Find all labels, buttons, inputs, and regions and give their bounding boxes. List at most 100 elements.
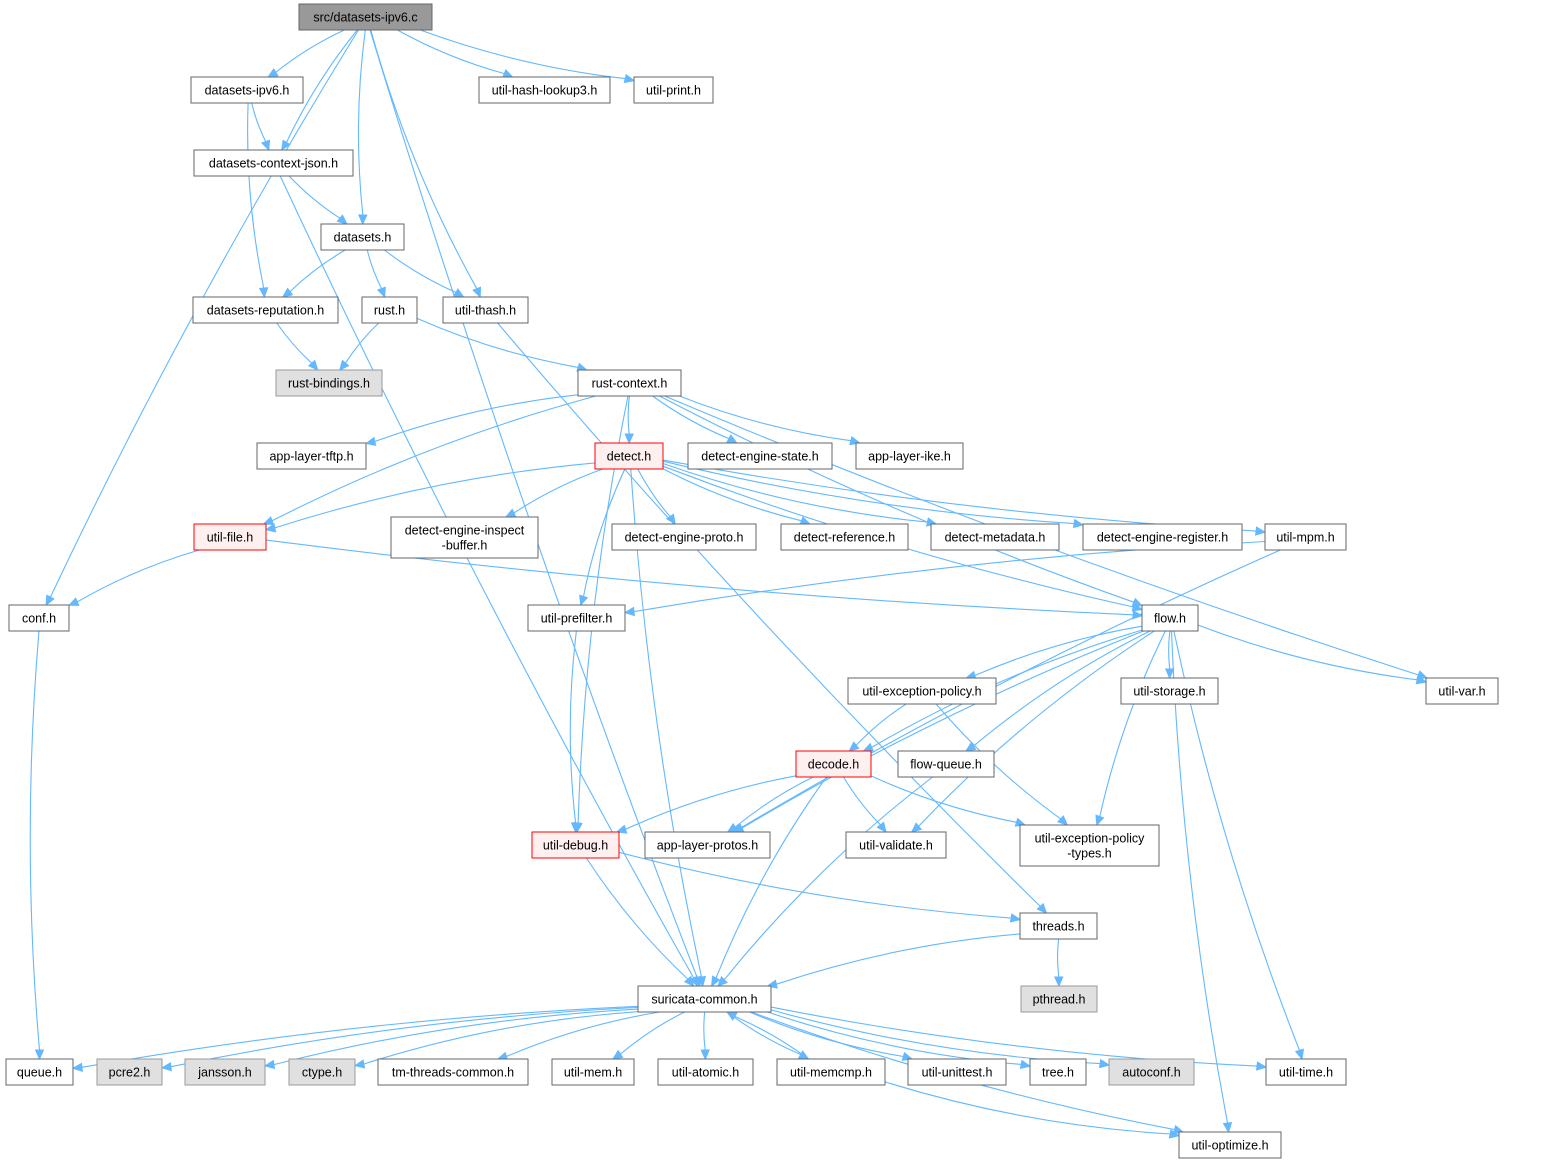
node-label: datasets-reputation.h	[207, 304, 324, 318]
node-label: conf.h	[22, 612, 56, 626]
edge-flow-to-ustor	[1164, 630, 1175, 680]
node-uhl3[interactable]: util-hash-lookup3.h	[478, 76, 611, 104]
node-utime[interactable]: util-time.h	[1265, 1058, 1347, 1086]
edge-line	[662, 462, 928, 523]
node-altftp[interactable]: app-layer-tftp.h	[256, 442, 367, 470]
node-uexc[interactable]: util-exception-policy.h	[847, 677, 997, 705]
node-des[interactable]: detect-engine-state.h	[687, 442, 833, 470]
edge-line	[723, 776, 933, 981]
node-box	[442, 296, 529, 324]
node-uopt[interactable]: util-optimize.h	[1178, 1131, 1282, 1159]
edge-line	[420, 29, 626, 80]
node-ctype: ctype.h	[288, 1058, 356, 1086]
node-autoconf: autoconf.h	[1108, 1058, 1195, 1086]
node-dref[interactable]: detect-reference.h	[780, 523, 909, 551]
node-threads[interactable]: threads.h	[1019, 912, 1098, 940]
node-label: util-mem.h	[564, 1066, 622, 1080]
node-upref[interactable]: util-prefilter.h	[527, 604, 626, 632]
node-box	[1178, 1131, 1282, 1159]
node-flow[interactable]: flow.h	[1141, 604, 1199, 632]
node-detect[interactable]: detect.h	[594, 442, 664, 470]
edge-line	[357, 29, 366, 216]
node-dsrep[interactable]: datasets-reputation.h	[192, 296, 339, 324]
node-uunit[interactable]: util-unittest.h	[907, 1058, 1007, 1086]
node-ds_ipv6[interactable]: datasets-ipv6.h	[190, 76, 304, 104]
node-udebug[interactable]: util-debug.h	[531, 831, 620, 859]
node-uvar[interactable]: util-var.h	[1425, 677, 1499, 705]
node-ustor[interactable]: util-storage.h	[1120, 677, 1219, 705]
node-decode[interactable]: decode.h	[795, 750, 872, 778]
node-ufile[interactable]: util-file.h	[193, 523, 267, 551]
node-sc[interactable]: suricata-common.h	[637, 985, 772, 1013]
node-tmtc[interactable]: tm-threads-common.h	[377, 1058, 529, 1086]
edge-arrowhead	[267, 67, 279, 78]
node-rustctx[interactable]: rust-context.h	[577, 369, 682, 397]
edge-line	[345, 322, 380, 364]
node-alike[interactable]: app-layer-ike.h	[855, 442, 964, 470]
node-uatomic[interactable]: util-atomic.h	[657, 1058, 754, 1086]
node-conf[interactable]: conf.h	[8, 604, 70, 632]
node-dmeta[interactable]: detect-metadata.h	[930, 523, 1060, 551]
node-dep[interactable]: detect-engine-proto.h	[611, 523, 757, 551]
edge-decode-to-uvalid	[843, 776, 887, 833]
edge-flow-to-uvalid	[910, 630, 1155, 833]
edge-line	[274, 462, 596, 529]
edge-arrowhead	[353, 1059, 366, 1069]
node-box	[193, 523, 267, 551]
edge-arrowhead	[71, 1062, 83, 1073]
node-label: detect-reference.h	[794, 531, 895, 545]
edge-arrowhead	[848, 741, 860, 752]
node-datasets[interactable]: datasets.h	[320, 223, 405, 251]
edge-line	[1170, 630, 1229, 1124]
node-label: queue.h	[17, 1066, 62, 1080]
node-box	[320, 223, 405, 251]
node-dreg[interactable]: detect-engine-register.h	[1082, 523, 1243, 551]
node-label: datasets-context-json.h	[209, 157, 338, 171]
node-label: util-debug.h	[543, 839, 608, 853]
edge-sc-to-uatomic	[700, 1011, 710, 1061]
node-box	[478, 76, 611, 104]
node-umem[interactable]: util-mem.h	[551, 1058, 635, 1086]
node-label: util-print.h	[646, 84, 701, 98]
edge-root-to-uprint	[420, 29, 636, 84]
node-label: detect.h	[607, 450, 652, 464]
edge-line	[884, 1081, 1171, 1135]
node-uthash[interactable]: util-thash.h	[442, 296, 529, 324]
node-label: -types.h	[1067, 847, 1112, 861]
node-label: util-mpm.h	[1276, 531, 1334, 545]
edge-uthash-to-threads	[497, 322, 1048, 914]
edge-decode-to-udebug	[615, 775, 797, 834]
node-uprint[interactable]: util-print.h	[633, 76, 714, 104]
edge-datasets-to-dsrep	[281, 249, 346, 298]
edge-line	[1099, 630, 1166, 817]
edge-arrowhead	[689, 975, 699, 988]
node-root[interactable]: src/datasets-ipv6.c	[298, 3, 433, 31]
edge-arrowhead	[1019, 1059, 1032, 1069]
node-box	[1019, 824, 1160, 867]
node-umemcmp[interactable]: util-memcmp.h	[776, 1058, 886, 1086]
node-queue[interactable]: queue.h	[5, 1058, 74, 1086]
node-uvalid[interactable]: util-validate.h	[845, 831, 947, 859]
edge-rustctx-to-des	[652, 395, 738, 444]
node-box	[897, 750, 995, 778]
node-uept[interactable]: util-exception-policy-types.h	[1019, 824, 1160, 867]
node-box	[780, 523, 909, 551]
node-fq[interactable]: flow-queue.h	[897, 750, 995, 778]
node-box	[361, 296, 418, 324]
node-box	[633, 76, 714, 104]
node-alp[interactable]: app-layer-protos.h	[644, 831, 771, 859]
node-label: util-exception-policy.h	[862, 685, 981, 699]
node-deib[interactable]: detect-engine-inspect-buffer.h	[390, 516, 539, 559]
node-rust[interactable]: rust.h	[361, 296, 418, 324]
edge-arrowhead	[67, 597, 80, 606]
node-dcj[interactable]: datasets-context-json.h	[193, 149, 354, 177]
node-label: flow-queue.h	[910, 758, 982, 772]
node-label: tree.h	[1042, 1066, 1074, 1080]
node-tree[interactable]: tree.h	[1029, 1058, 1087, 1086]
node-umpm[interactable]: util-mpm.h	[1264, 523, 1347, 551]
edge-line	[81, 1005, 639, 1068]
edge-line	[29, 630, 41, 1051]
edge-line	[918, 630, 1155, 827]
node-box	[776, 1058, 886, 1086]
node-label: datasets.h	[334, 231, 392, 245]
